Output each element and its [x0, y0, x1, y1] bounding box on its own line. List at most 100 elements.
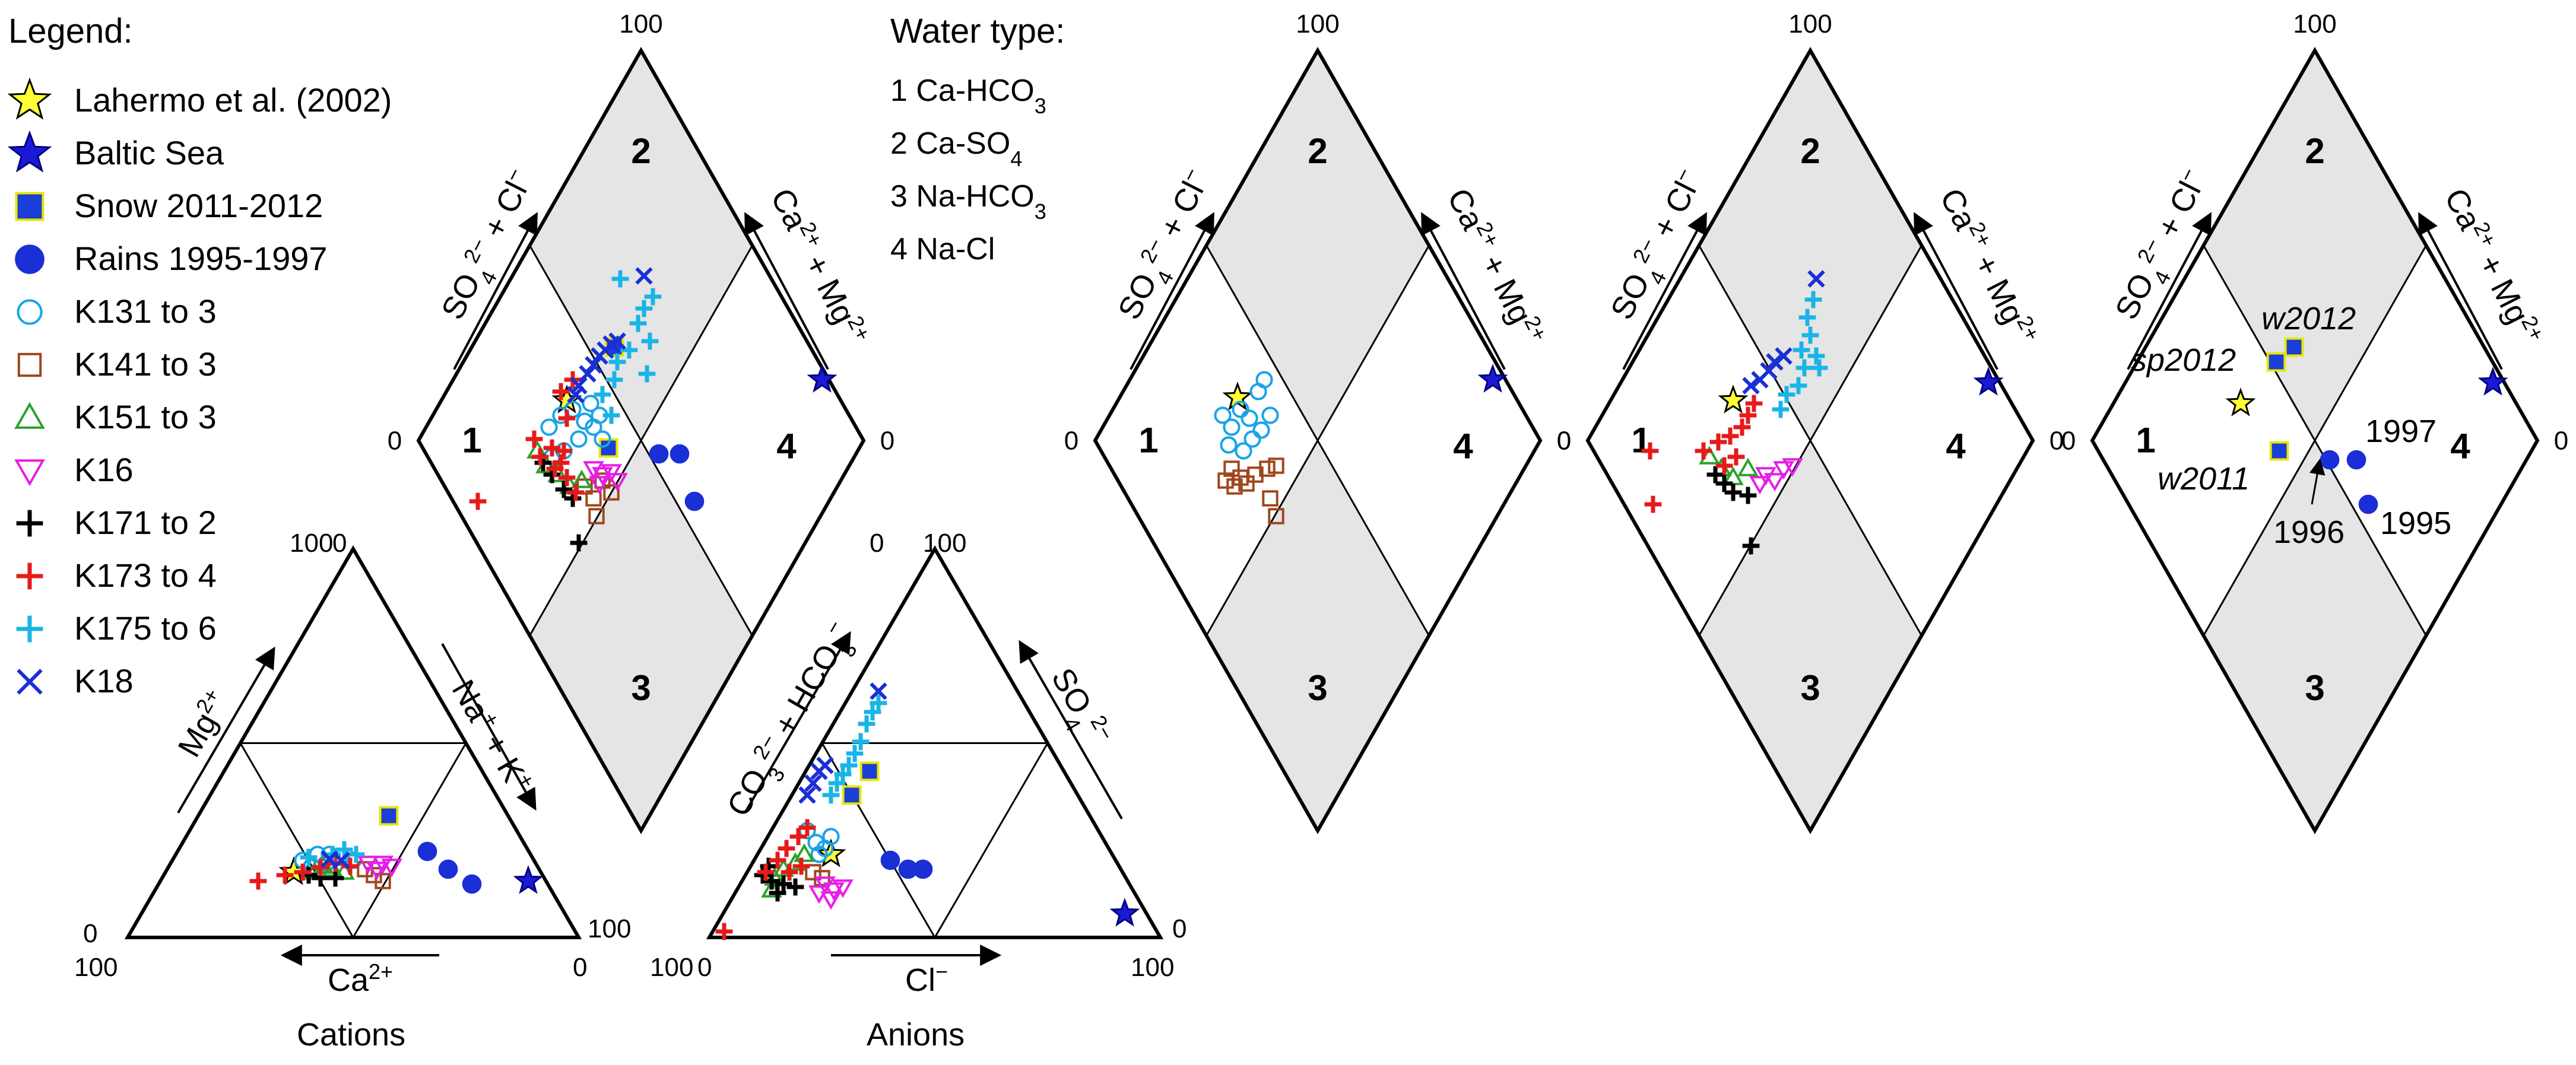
diamond-tick-top: 100: [619, 9, 662, 39]
ca-mg-label: Ca2+ + Mg2+: [1933, 182, 2045, 351]
data-point: [757, 863, 775, 881]
cation-tick-100-right: 100: [588, 914, 631, 943]
diamond-inner-line: [2203, 245, 2427, 636]
data-point: [1782, 458, 1803, 477]
data-point: [840, 756, 858, 774]
data-point: [611, 270, 629, 288]
legend-entry-label: Snow 2011-2012: [74, 187, 323, 224]
data-point: [638, 365, 656, 383]
data-point: [2346, 450, 2366, 470]
anion-tick-0-top: 0: [870, 529, 884, 558]
zone-label-1: 1: [1138, 421, 1158, 460]
data-point: [644, 288, 662, 306]
data-point: [1801, 326, 1819, 344]
data-points: [715, 682, 1140, 940]
data-point: [1807, 270, 1825, 288]
data-point: [649, 444, 669, 464]
data-point: [1644, 495, 1662, 513]
annotation-sp2012: sp2012: [2131, 342, 2236, 378]
so4-cl-arrow: [1130, 212, 1214, 370]
data-point: [531, 448, 549, 466]
zone-label-1: 1: [462, 421, 481, 460]
data-point: [620, 341, 638, 359]
anion-tick-0-right: 0: [1172, 914, 1187, 943]
legend-marker-icon: [17, 352, 42, 377]
triangle-inner-lines: [239, 742, 468, 939]
legend-marker-icon: [15, 244, 45, 274]
zone-label-1: 1: [1631, 421, 1651, 460]
diamond-shade-bottom: [2203, 440, 2426, 831]
anion-tick-100-bottom-right: 100: [1131, 953, 1174, 982]
data-point: [880, 850, 900, 870]
cation-tick-100-bottom-left: 100: [74, 953, 118, 982]
data-point: [1749, 476, 1771, 495]
data-point: [1745, 395, 1763, 412]
zone-label-2: 2: [631, 131, 651, 171]
legend-entry-label: K173 to 4: [74, 557, 217, 594]
data-point: [792, 857, 810, 875]
legend-marker-icon: [17, 669, 43, 695]
data-point: [1220, 436, 1238, 454]
ca-mg-label: Ca2+ + Mg2+: [764, 182, 876, 351]
data-point: [552, 383, 570, 400]
data-point: [1727, 448, 1745, 466]
data-point: [601, 464, 622, 483]
data-point: [641, 332, 659, 350]
data-point: [582, 395, 599, 412]
data-point: [870, 694, 887, 712]
diamond-shade-top: [2203, 50, 2426, 441]
data-point: [769, 851, 786, 869]
data-point: [1238, 475, 1255, 492]
data-point: [808, 885, 830, 904]
data-point: [608, 353, 626, 371]
data-point: [1795, 359, 1813, 377]
legend-entry: K141 to 3: [17, 345, 217, 383]
data-point: [462, 874, 482, 894]
mg-arrow: [177, 646, 275, 814]
cation-tick-100-top: 100: [290, 529, 333, 558]
data-point: [1772, 400, 1790, 418]
data-point: [804, 774, 822, 792]
data-point: [585, 356, 602, 374]
data-point: [579, 365, 597, 383]
diamond-inner-line: [529, 245, 753, 636]
legend-marker-icon: [15, 192, 45, 221]
data-point: [1241, 409, 1258, 427]
legend-marker-icon: [16, 562, 43, 590]
data-point: [852, 733, 870, 751]
data-point: [312, 859, 329, 876]
annotation-1997: 1997: [2365, 414, 2437, 449]
legend-entry-label: Baltic Sea: [74, 134, 224, 171]
data-point: [555, 481, 573, 498]
data-point: [1477, 364, 1508, 393]
data-point: [1715, 475, 1733, 492]
water-type-item: 3 Na-HCO3: [890, 179, 1046, 224]
cation-triangle: [124, 545, 582, 939]
data-point: [781, 863, 798, 881]
legend-entry-label: K16: [74, 451, 134, 488]
water-type-item: 2 Ca-SO4: [890, 126, 1022, 171]
data-point: [1810, 359, 1828, 377]
data-point: [1742, 377, 1760, 395]
data-point: [585, 490, 602, 507]
zone-label-1: 1: [2136, 421, 2155, 460]
data-point: [2269, 441, 2289, 461]
data-point: [1223, 418, 1241, 436]
data-point: [1268, 508, 1284, 524]
legend-marker-icon: [7, 130, 52, 173]
data-point: [555, 442, 573, 460]
diamond-shade-top: [1699, 50, 1922, 441]
data-point: [594, 430, 611, 448]
data-point: [570, 430, 588, 448]
data-point: [763, 872, 781, 890]
data-point: [1235, 442, 1252, 460]
ca-mg-label: Ca2+ + Mg2+: [2438, 182, 2550, 351]
data-point: [870, 682, 887, 700]
legend-title: Legend:: [8, 12, 133, 50]
legend-entry-label: K171 to 2: [74, 504, 217, 541]
legend-entry: Baltic Sea: [7, 130, 224, 173]
data-point: [1760, 362, 1778, 380]
data-point: [379, 806, 399, 826]
